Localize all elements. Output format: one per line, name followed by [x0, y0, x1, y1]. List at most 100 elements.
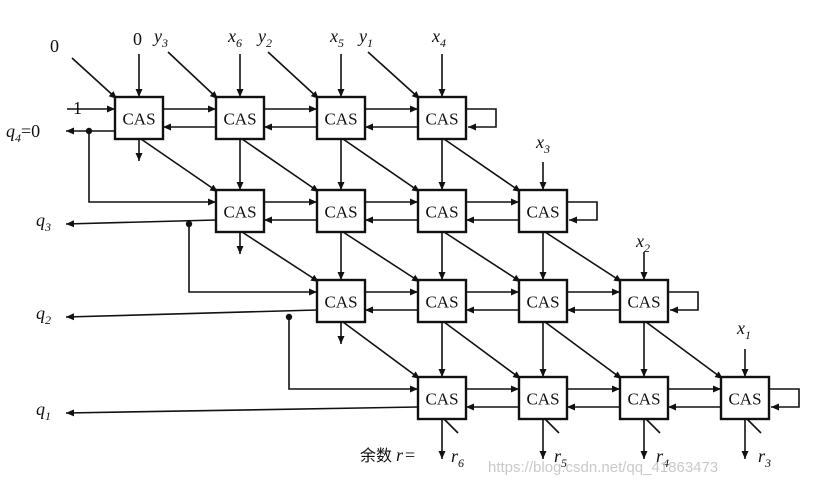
diagonal-y-wire — [342, 231, 421, 283]
cas-cell: CAS — [416, 375, 468, 421]
input-y2: y2 — [256, 26, 272, 50]
cas-cell: CAS — [416, 95, 468, 141]
input-one: 1 — [73, 98, 82, 118]
cas-cell: CAS — [214, 188, 266, 234]
input-y3: y3 — [152, 26, 168, 50]
cas-cell: CAS — [214, 95, 266, 141]
cas-cell-box — [719, 375, 771, 421]
cas-cell: CAS — [618, 375, 670, 421]
watermark: https://blog.csdn.net/qq_41863473 — [488, 459, 718, 476]
diagonal-y-wire — [645, 321, 724, 380]
q-feedback-wire — [88, 131, 216, 206]
cas-cell: CAS — [416, 188, 468, 234]
top-diagonal-input — [267, 51, 320, 100]
loopback-wire — [466, 108, 497, 131]
top-input-labels: 0 0 y3 x6 y2 x5 y1 x4 — [50, 26, 446, 56]
diagonal-y-wire — [443, 321, 522, 380]
cas-cell-box — [214, 188, 266, 234]
top-diagonal-input — [71, 57, 118, 100]
cas-cell-box — [315, 278, 367, 324]
cas-cell: CAS — [517, 278, 569, 324]
cas-cell: CAS — [618, 278, 670, 324]
cas-cell-label: CAS — [526, 390, 559, 409]
diagonal-y-wire — [241, 231, 320, 283]
cas-cell-label: CAS — [627, 390, 660, 409]
cas-cell: CAS — [315, 278, 367, 324]
wires — [65, 51, 800, 459]
cas-cell-label: CAS — [526, 293, 559, 312]
diagonal-exit — [443, 418, 459, 434]
cas-cell-label: CAS — [223, 110, 256, 129]
diagonal-exit — [746, 418, 762, 434]
cas-cell-box — [416, 278, 468, 324]
loopback-wire — [668, 291, 699, 314]
input-x3: x3 — [535, 132, 550, 156]
cas-cells: CAS CAS CAS CAS CAS CAS CAS CAS CAS CAS CAS CAS CAS C… — [113, 95, 771, 421]
cas-cell: CAS — [719, 375, 771, 421]
top-diagonal-input — [167, 51, 219, 100]
cas-cell: CAS — [416, 278, 468, 324]
cas-cell-label: CAS — [324, 110, 357, 129]
remainder-r3: r3 — [758, 446, 771, 470]
cas-cell: CAS — [517, 375, 569, 421]
remainder-r6: r6 — [451, 446, 464, 470]
diagonal-y-wire — [544, 231, 623, 283]
cas-cell-box — [618, 375, 670, 421]
quotient-wire — [65, 219, 217, 228]
cas-cell-label: CAS — [223, 203, 256, 222]
cas-cell-box — [315, 95, 367, 141]
cas-cell-box — [517, 375, 569, 421]
quotient-q1: q1 — [36, 399, 51, 423]
cas-cell-label: CAS — [627, 293, 660, 312]
cas-cell-label: CAS — [324, 203, 357, 222]
diagonal-y-wire — [241, 138, 320, 193]
cas-cell-label: CAS — [425, 203, 458, 222]
diagonal-exit — [645, 418, 661, 434]
cas-cell-label: CAS — [425, 110, 458, 129]
quotient-q4: q4=0 — [6, 121, 40, 145]
remainder-r5: r5 — [554, 446, 567, 470]
diagonal-y-wire — [544, 321, 623, 380]
quotient-wire — [65, 309, 318, 321]
diagonal-y-wire — [443, 138, 522, 193]
cas-cell-box — [315, 188, 367, 234]
input-x4: x4 — [431, 26, 446, 50]
cas-cell-box — [416, 95, 468, 141]
cas-cell-box — [517, 278, 569, 324]
q-feedback-wire — [188, 224, 317, 296]
cas-cell-label: CAS — [425, 293, 458, 312]
cas-cell-box — [618, 278, 670, 324]
quotient-wire — [65, 406, 419, 417]
side-input-labels: 1 x3 x2 x1 — [73, 98, 751, 342]
input-zero-diagonal: 0 — [50, 36, 59, 56]
input-y1: y1 — [357, 26, 373, 50]
diagonal-y-wire — [140, 138, 219, 193]
diagonal-y-wire — [342, 138, 421, 193]
cas-cell-box — [416, 375, 468, 421]
cas-cell-label: CAS — [425, 390, 458, 409]
input-x5: x5 — [329, 26, 344, 50]
top-diagonal-input — [367, 51, 421, 100]
cas-cell-label: CAS — [324, 293, 357, 312]
cas-cell-box — [416, 188, 468, 234]
input-zero-top: 0 — [133, 29, 142, 49]
remainder-r4: r4 — [656, 446, 669, 470]
cas-cell: CAS — [517, 188, 569, 234]
diagonal-exit — [544, 418, 560, 434]
cas-cell: CAS — [113, 95, 165, 141]
input-x6: x6 — [227, 26, 242, 50]
cas-cell-box — [113, 95, 165, 141]
quotient-q2: q2 — [36, 303, 51, 327]
q-feedback-wire — [288, 317, 418, 393]
cas-cell-label: CAS — [122, 110, 155, 129]
cas-cell-box — [214, 95, 266, 141]
diagonal-y-wire — [443, 231, 522, 283]
quotient-q3: q3 — [36, 210, 51, 234]
loopback-wire — [567, 201, 598, 224]
cas-cell: CAS — [315, 188, 367, 234]
input-x1: x1 — [736, 318, 751, 342]
cas-cell-label: CAS — [526, 203, 559, 222]
